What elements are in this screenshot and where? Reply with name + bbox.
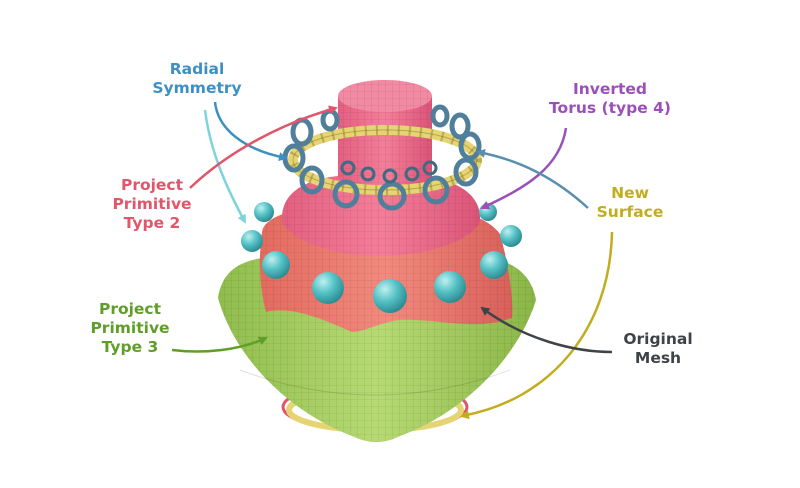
label-line: Mesh	[634, 349, 682, 367]
arrow-project-primitive-3	[171, 336, 268, 353]
torus-chain	[282, 104, 482, 211]
label-line: Project	[98, 300, 162, 318]
label-line: Radial	[169, 60, 225, 78]
label-line: Symmetry	[152, 79, 242, 97]
arrow-new-surface-bottom	[460, 231, 614, 420]
label-line: New	[611, 184, 649, 202]
label-line: Project	[120, 176, 184, 194]
sphere-band	[241, 202, 522, 313]
label-line: Inverted	[572, 80, 648, 98]
small-torus-ring	[340, 160, 438, 184]
label-line: Primitive	[90, 319, 170, 337]
arrow-original-mesh	[480, 306, 613, 354]
arrow-inverted-torus	[480, 127, 568, 210]
arrow-radial-symmetry-2	[203, 109, 247, 224]
pink-dome-mesh	[281, 176, 481, 256]
pink-cylinder-mesh	[338, 80, 432, 187]
new-surface-ring	[288, 125, 482, 195]
label-line: Type 2	[123, 214, 181, 232]
label-line: Surface	[596, 203, 664, 221]
arrow-project-primitive-2	[189, 105, 338, 189]
label-line: Type 3	[101, 338, 159, 356]
label-line: Primitive	[112, 195, 192, 213]
label-line: Original	[623, 330, 693, 348]
arrow-new-surface-top	[476, 148, 589, 209]
label-line: Torus (type 4)	[549, 99, 671, 117]
arrow-radial-symmetry	[213, 101, 288, 162]
